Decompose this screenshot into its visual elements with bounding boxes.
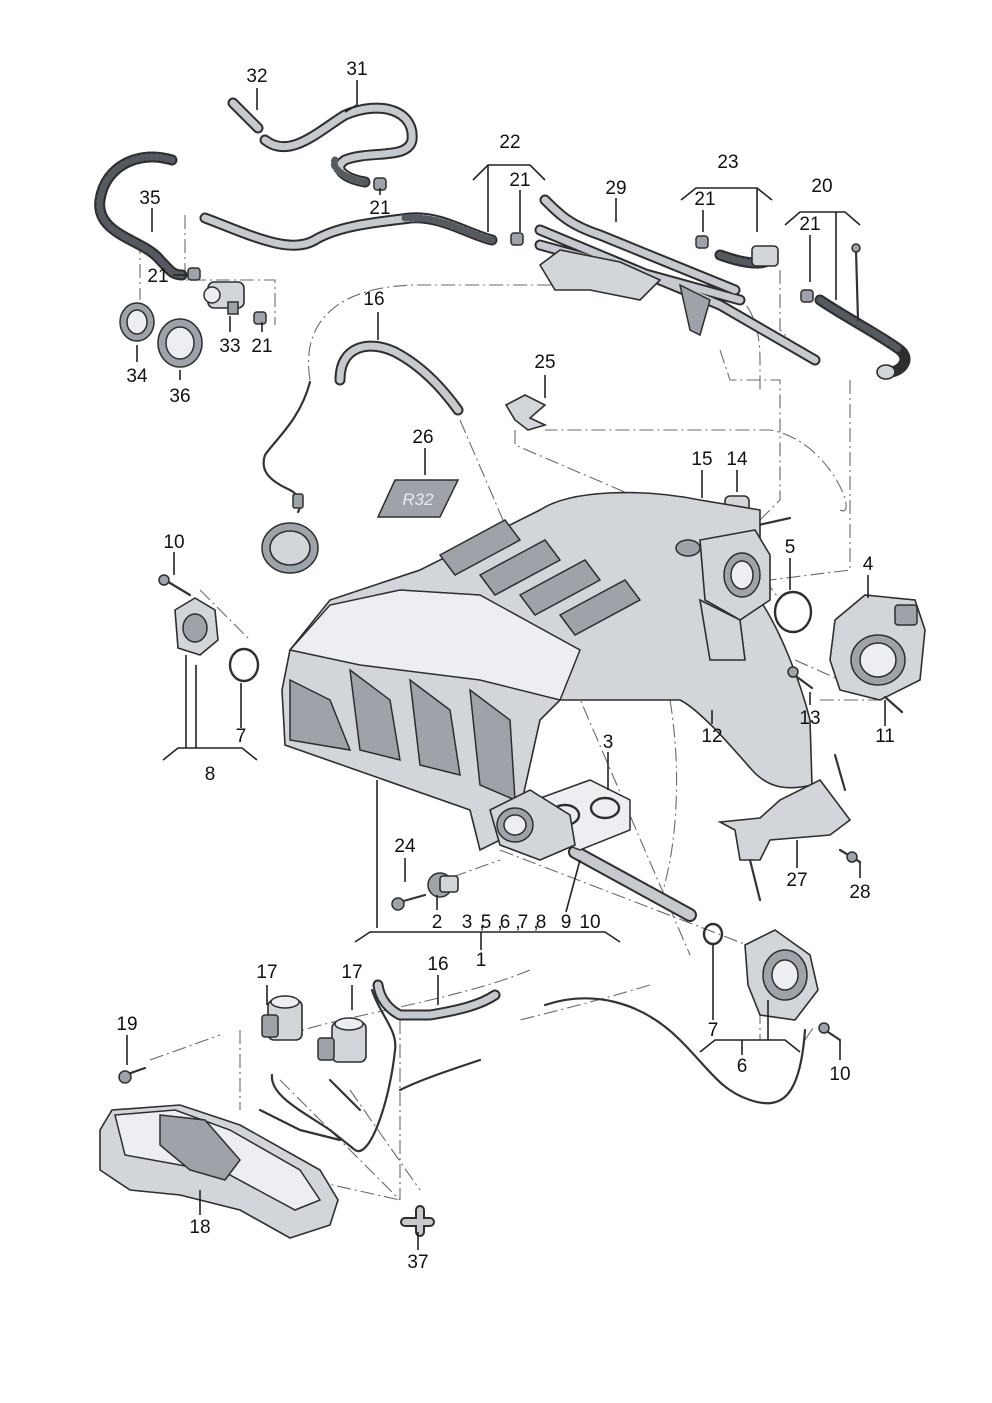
callout-29: 29: [605, 178, 626, 199]
screw-11: [883, 695, 904, 714]
callout-18: 18: [189, 1217, 210, 1238]
screw-24: [391, 893, 427, 911]
ring-34: [119, 302, 155, 342]
callout-28: 28: [849, 882, 870, 903]
bracket-25: [504, 394, 548, 431]
callout-7: 7: [236, 726, 247, 747]
callout-11: 11: [875, 726, 895, 747]
badge-26: R32: [376, 479, 460, 518]
hose-35: [94, 151, 188, 281]
callout-36: 36: [169, 386, 190, 407]
screw-19: [118, 1066, 147, 1084]
valve-33: [203, 281, 245, 315]
vacuum-lines-17: [258, 988, 397, 1153]
callout-14: 14: [726, 449, 748, 470]
flange-10-lower: [744, 929, 842, 1042]
callout-8: 8: [205, 764, 216, 785]
callout-23: 23: [717, 152, 738, 173]
callout-25: 25: [534, 352, 555, 373]
valve-17-left: [261, 995, 303, 1041]
callout-33: 33: [219, 336, 240, 357]
valve-17-right: [317, 1017, 367, 1063]
callout-16: 16: [363, 289, 384, 310]
callout-3: 3: [462, 912, 473, 933]
callout-27: 27: [786, 870, 807, 891]
callout-21: 21: [694, 189, 715, 210]
callout-10: 10: [163, 532, 184, 553]
hose-32: [227, 97, 264, 134]
callout-22: 22: [499, 132, 520, 153]
callout-1: 1: [476, 950, 487, 971]
callout-13: 13: [799, 708, 820, 729]
callout-2: 2: [432, 912, 443, 933]
callout-separator: ,: [497, 912, 502, 933]
callout-32: 32: [246, 66, 267, 87]
callout-37: 37: [407, 1252, 428, 1273]
tee-piece-37: [400, 1205, 435, 1237]
badge-text: R32: [402, 490, 434, 509]
callout-7: 7: [518, 912, 529, 933]
callout-15: 15: [691, 449, 712, 470]
callout-19: 19: [116, 1014, 137, 1035]
callout-31: 31: [346, 59, 367, 80]
callout-17: 17: [256, 962, 277, 983]
callout-separator: ,: [479, 912, 484, 933]
callout-separator: ,: [515, 912, 520, 933]
callout-17: 17: [341, 962, 362, 983]
screw-28: [838, 848, 862, 864]
callout-21: 21: [147, 266, 168, 287]
callout-35: 35: [139, 188, 160, 209]
o-ring-5: [773, 590, 813, 634]
screw-13: [787, 666, 814, 690]
ring-36: [157, 318, 203, 368]
leader-lines: [126, 80, 886, 1250]
callout-8: 8: [536, 912, 547, 933]
callout-9: 9: [561, 912, 572, 933]
pipe-29: [534, 194, 821, 366]
callout-21: 21: [251, 336, 272, 357]
hose-22-long: [199, 212, 498, 251]
sensor-16-upper: [261, 340, 464, 574]
callout-24: 24: [394, 836, 416, 857]
throttle-body-4: [829, 594, 926, 701]
callout-34: 34: [126, 366, 148, 387]
callout-5: 5: [481, 912, 492, 933]
manifold-outlet: [489, 789, 576, 861]
hose-31: [259, 102, 418, 188]
callout-12: 12: [701, 726, 722, 747]
callout-7: 7: [708, 1020, 719, 1041]
o-ring-7-lower: [702, 922, 724, 946]
callout-3: 3: [603, 732, 614, 753]
callout-labels: 32 31 22 21 21 29 23 21 20 21 35 21 33 2…: [116, 59, 894, 1273]
flange-10-left: [158, 574, 219, 656]
callout-separator: ,: [533, 912, 538, 933]
callout-10: 10: [829, 1064, 850, 1085]
callout-26: 26: [412, 427, 433, 448]
callout-4: 4: [863, 554, 874, 575]
callout-5: 5: [785, 537, 796, 558]
shaft-9: [568, 845, 697, 922]
cover-18: [99, 1104, 339, 1239]
callout-21: 21: [799, 214, 820, 235]
probe-20: [851, 243, 861, 322]
callout-6: 6: [737, 1056, 748, 1077]
hose-20: [814, 294, 911, 380]
sensor-16-lower: [372, 979, 807, 1105]
intake-manifold-12: [281, 491, 813, 852]
bracket-27: [717, 753, 852, 902]
callout-21: 21: [509, 170, 530, 191]
o-ring-7-left: [228, 647, 260, 683]
callout-20: 20: [811, 176, 832, 197]
callout-16: 16: [427, 954, 448, 975]
actuator-2: [427, 872, 459, 898]
callout-6: 6: [500, 912, 511, 933]
callout-10: 10: [579, 912, 600, 933]
callout-21: 21: [369, 198, 390, 219]
hose-23: [714, 245, 779, 269]
